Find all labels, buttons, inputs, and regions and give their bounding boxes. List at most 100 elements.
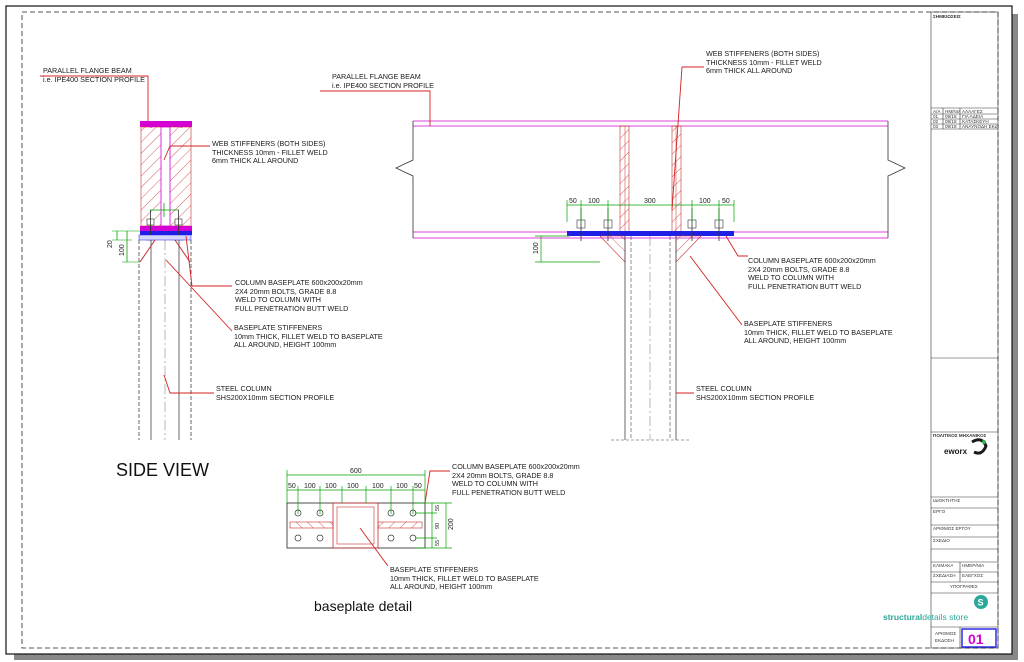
front-side-dim [535,235,600,263]
svg-text:S: S [978,598,984,608]
plan-dim-3: 100 [325,483,337,490]
front-web-stiffeners-line2: THICKNESS 10mm - FILLET WELD [706,57,822,67]
tb-drawing-no-label: ΑΡΙΘΜΟΣ [935,631,957,636]
side-dim-100: 100 [119,244,126,256]
side-height-dims [112,230,140,263]
plan-stiffeners-line3: ALL AROUND, HEIGHT 100mm [390,582,493,592]
front-web-stiffeners [619,125,682,233]
side-column-line2: SHS200X10mm SECTION PROFILE [216,392,335,402]
plan-dim-200: 200 [448,518,455,530]
side-baseplate-line1: COLUMN BASEPLATE 600x200x20mm [235,278,363,287]
plan-stiffeners-line2: 10mm THICK, FILLET WELD TO BASEPLATE [390,573,539,583]
side-baseplate-line4: FULL PENETRATION BUTT WELD [235,303,349,313]
plan-dim-7: 50 [414,483,422,490]
front-top-dims [566,200,735,222]
plan-baseplate-line1: COLUMN BASEPLATE 600x200x20mm [452,462,580,471]
front-stiffeners-note: BASEPLATE STIFFENERS 10mm THICK, FILLET … [744,319,893,346]
side-beam-web [160,126,171,227]
front-view: 50 100 300 100 50 100 [320,66,906,441]
side-stiffeners-line1: BASEPLATE STIFFENERS [234,323,323,332]
front-baseplate-line1: COLUMN BASEPLATE 600x200x20mm [748,256,876,265]
front-web-stiffeners-note: WEB STIFFENERS (BOTH SIDES) THICKNESS 10… [706,49,822,76]
tb-date-label: ΗΜΕΡ/ΝΙΑ [962,563,985,568]
tb-owner-label: ΙΔΙΟΚΤΗΤΗΣ [933,498,961,503]
front-column-note: STEEL COLUMN SHS200X10mm SECTION PROFILE [696,384,814,402]
front-web-stiffeners-line3: 6mm THICK ALL AROUND [706,66,793,76]
tb-rev3-change: ΑΝΑΥΝΟΔΗ ΕΚΔ. [962,124,997,129]
tb-rev1-change: ΓΙΑ ΑΔΕΙΑ [962,114,984,119]
front-baseplate-line4: FULL PENETRATION BUTT WELD [748,281,862,291]
plan-dim-r1: 55 [435,505,441,511]
plan-baseplate-line2: 2X4 20mm BOLTS, GRADE 8.8 [452,470,554,480]
side-beam-root [149,122,183,128]
tb-rev2-no: 02 [933,119,939,124]
brand-logo-icon: S [974,595,988,609]
tb-rev-header-no: Α/Α [933,109,941,114]
plan-dim-r3: 55 [435,540,441,546]
tb-rev-header-date: ΗΜ/ΝΙΑ [945,109,960,114]
tb-scale-label: ΚΛΙΜΑΚΑ [933,563,954,568]
front-beam-label-line1: PARALLEL FLANGE BEAM [332,72,421,81]
tb-rev1-no: 01 [933,114,939,119]
side-leaders [40,75,233,394]
side-baseplate-line3: WELD TO COLUMN WITH [235,295,321,305]
tb-rev2-date: 09/18 [945,119,957,124]
side-baseplate-note: COLUMN BASEPLATE 600x200x20mm 2X4 20mm B… [235,278,363,313]
front-dim-1: 50 [569,198,577,205]
side-beam-label-line2: i.e. IPE400 SECTION PROFILE [43,74,145,84]
side-dim-20: 20 [107,240,114,248]
side-web-stiffeners-note: WEB STIFFENERS (BOTH SIDES) THICKNESS 10… [212,139,328,166]
engineer-logo-icon [971,438,988,455]
tb-signatures-label: ΥΠΟΓΡΑΦΕΣ [950,584,978,589]
front-leaders [320,66,748,394]
side-column-note: STEEL COLUMN SHS200X10mm SECTION PROFILE [216,384,335,402]
front-dim-100: 100 [533,242,540,254]
front-dim-4: 100 [699,198,711,205]
drawing-frame [21,11,999,649]
side-stiffeners-note: BASEPLATE STIFFENERS 10mm THICK, FILLET … [234,323,383,350]
plan-dim-6: 100 [396,483,408,490]
front-column [611,236,690,441]
tb-project-label: ΕΡΓΟ [933,509,946,514]
front-stiffeners-line2: 10mm THICK, FILLET WELD TO BASEPLATE [744,327,893,337]
side-web-stiffeners-line1: WEB STIFFENERS (BOTH SIDES) [212,139,326,148]
front-dim-5: 50 [722,198,730,205]
plan-baseplate-line4: FULL PENETRATION BUTT WELD [452,487,566,497]
plan-right-dims [415,502,452,549]
front-baseplate-line2: 2X4 20mm BOLTS, GRADE 8.8 [748,264,850,274]
tb-project-no-label: ΑΡΙΘΜΟΣ ΕΡΓΟΥ [933,526,971,531]
side-beam-label-line1: PARALLEL FLANGE BEAM [43,66,132,75]
tb-logo-text: eworx [944,447,968,456]
side-bolt-dim [150,203,179,217]
side-web-stiffeners-line3: 6mm THICK ALL AROUND [212,156,299,166]
front-dim-2: 100 [588,198,600,205]
plan-detail-title: baseplate detail [314,598,413,614]
front-beam-label: PARALLEL FLANGE BEAM i.e. IPE400 SECTION… [332,72,434,90]
tb-rev3-no: 03 [933,124,939,129]
side-view-title: SIDE VIEW [116,460,210,480]
plan-leaders [359,470,450,567]
tb-drawing-label: ΣΧΕΔΙΟ [933,538,950,543]
side-column-line1: STEEL COLUMN [216,384,272,393]
front-stiffeners-line1: BASEPLATE STIFFENERS [744,319,833,328]
front-stiffeners-line3: ALL AROUND, HEIGHT 100mm [744,336,847,346]
tb-revision-label: ΕΚΔΟΣΗ [935,638,954,643]
plan-stiffener-left [289,521,334,529]
tb-checked-label: ΕΛΕΓΧΟΣ [962,573,984,578]
front-beam-label-line2: i.e. IPE400 SECTION PROFILE [332,80,434,90]
plan-dim-5: 100 [372,483,384,490]
plan-dim-4: 100 [347,483,359,490]
tb-engineer-heading: ΠΟΛΙΤΙΚΟΣ ΜΗΧΑΝΙΚΟΣ [933,433,987,438]
front-baseplate-line3: WELD TO COLUMN WITH [748,273,834,283]
side-stiffeners-line2: 10mm THICK, FILLET WELD TO BASEPLATE [234,331,383,341]
plan-top-dims [286,470,426,514]
tb-rev-header-changes: ΑΛΛΑΓΕΣ [962,109,983,114]
plan-dim-r2: 90 [435,523,441,529]
plan-baseplate-line3: WELD TO COLUMN WITH [452,479,538,489]
tb-rev1-date: 09/18 [945,114,957,119]
title-block [930,11,999,649]
tb-drawn-label: ΣΧΕΔΙΑΣΗ [933,573,956,578]
tb-rev3-date: 09/18 [945,124,957,129]
tb-brand-light: details store [922,612,969,622]
